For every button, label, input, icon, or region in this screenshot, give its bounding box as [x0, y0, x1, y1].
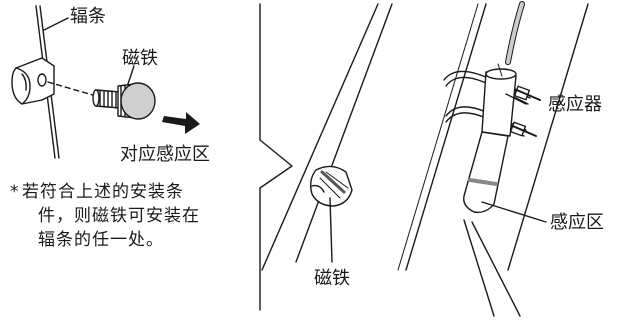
label-magnet-top: 磁铁 [122, 48, 158, 69]
magnet-holder-left [11, 57, 55, 105]
chainstay-tube [397, 3, 589, 271]
magnet-leader-bottom [329, 197, 333, 263]
wheel-spoke-right [261, 3, 393, 271]
sensor-cable [505, 1, 525, 65]
sensor-leader [505, 93, 527, 105]
note-line-2: 件，则磁铁可安装在 [38, 206, 200, 226]
tube-leaders [463, 219, 521, 317]
spoke-leader [43, 17, 69, 31]
installation-note: * 若符合上述的安装条 件，则磁铁可安装在 辐条的任一处。 [10, 180, 200, 252]
direction-arrow [162, 112, 200, 134]
label-sensing-area-target: 对应感应区 [120, 144, 210, 165]
magnet-screw [92, 89, 121, 109]
magnet-knob [117, 82, 156, 120]
label-spoke: 辐条 [70, 6, 106, 27]
callout-divider [259, 3, 293, 311]
magnet-leader-top [127, 65, 135, 85]
note-line-3: 辐条的任一处。 [38, 230, 164, 250]
note-line-1: 若符合上述的安装条 [22, 182, 184, 202]
sensing-area-leader [481, 201, 547, 223]
label-magnet-bottom: 磁铁 [314, 268, 350, 289]
label-sensor: 感应器 [548, 94, 602, 115]
magnet-right [309, 165, 353, 207]
magnet-axis-dashed [47, 81, 97, 97]
label-sensing-area: 感应区 [550, 212, 604, 233]
sensor-body [463, 63, 517, 214]
note-marker: * [10, 182, 20, 202]
